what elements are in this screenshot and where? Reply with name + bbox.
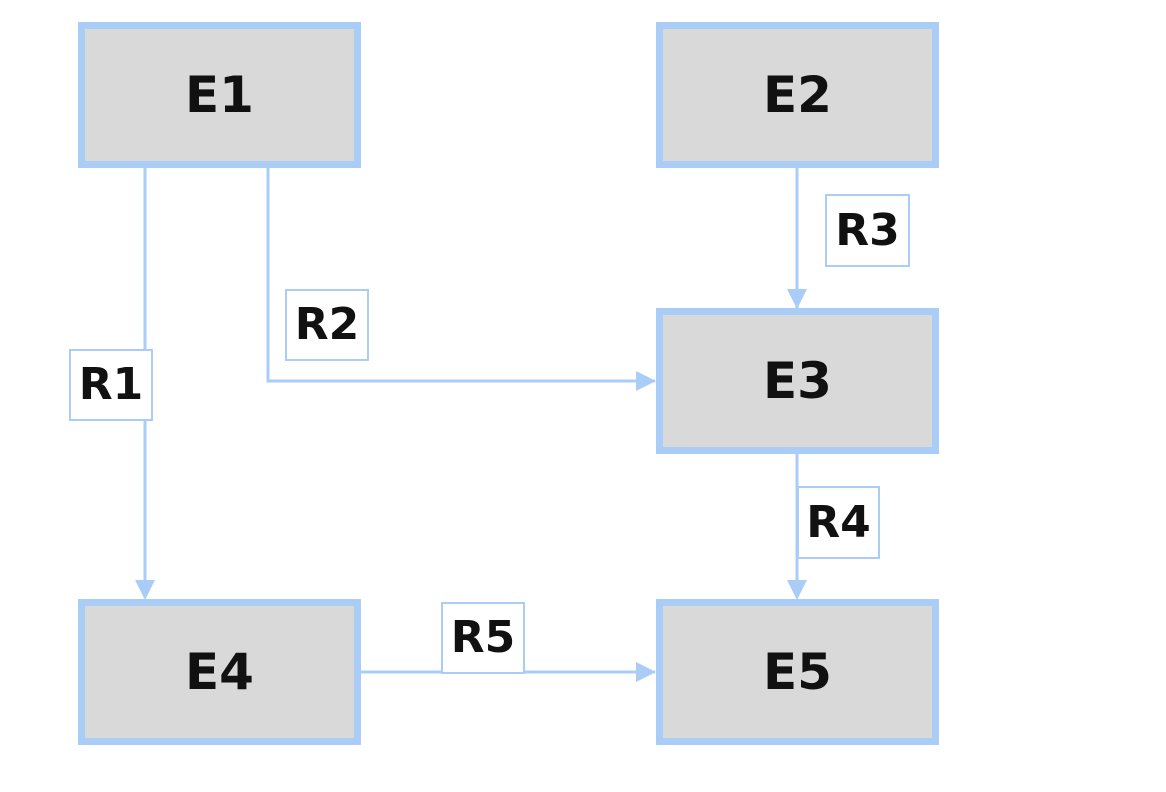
edge-label-r1: R1: [69, 349, 153, 421]
node-e5-label: E5: [763, 643, 832, 701]
node-e4-label: E4: [185, 643, 254, 701]
edge-label-r2: R2: [285, 289, 369, 361]
node-e1: E1: [78, 22, 361, 168]
node-e5: E5: [656, 599, 939, 745]
node-e4: E4: [78, 599, 361, 745]
edge-label-r2-text: R2: [294, 299, 360, 350]
node-e3: E3: [656, 308, 939, 454]
edge-label-r5-text: R5: [450, 612, 516, 663]
edge-r2-line: [266, 167, 655, 383]
node-e2-label: E2: [763, 66, 832, 124]
edge-label-r3-text: R3: [835, 204, 900, 256]
edge-label-r4-text: R4: [806, 496, 871, 548]
edge-r2-arrowhead: [636, 371, 656, 391]
edge-r4-arrowhead: [787, 580, 807, 600]
edge-label-r5: R5: [441, 602, 525, 674]
edge-r3-arrowhead: [787, 289, 807, 309]
node-e2: E2: [656, 22, 939, 168]
edge-r1-arrowhead: [135, 580, 155, 600]
edge-label-r3: R3: [825, 194, 910, 267]
edge-label-r4: R4: [797, 486, 880, 559]
node-e3-label: E3: [763, 352, 832, 410]
edge-label-r1-text: R1: [78, 359, 144, 410]
edge-r5-arrowhead: [636, 662, 656, 682]
node-e1-label: E1: [185, 66, 254, 124]
